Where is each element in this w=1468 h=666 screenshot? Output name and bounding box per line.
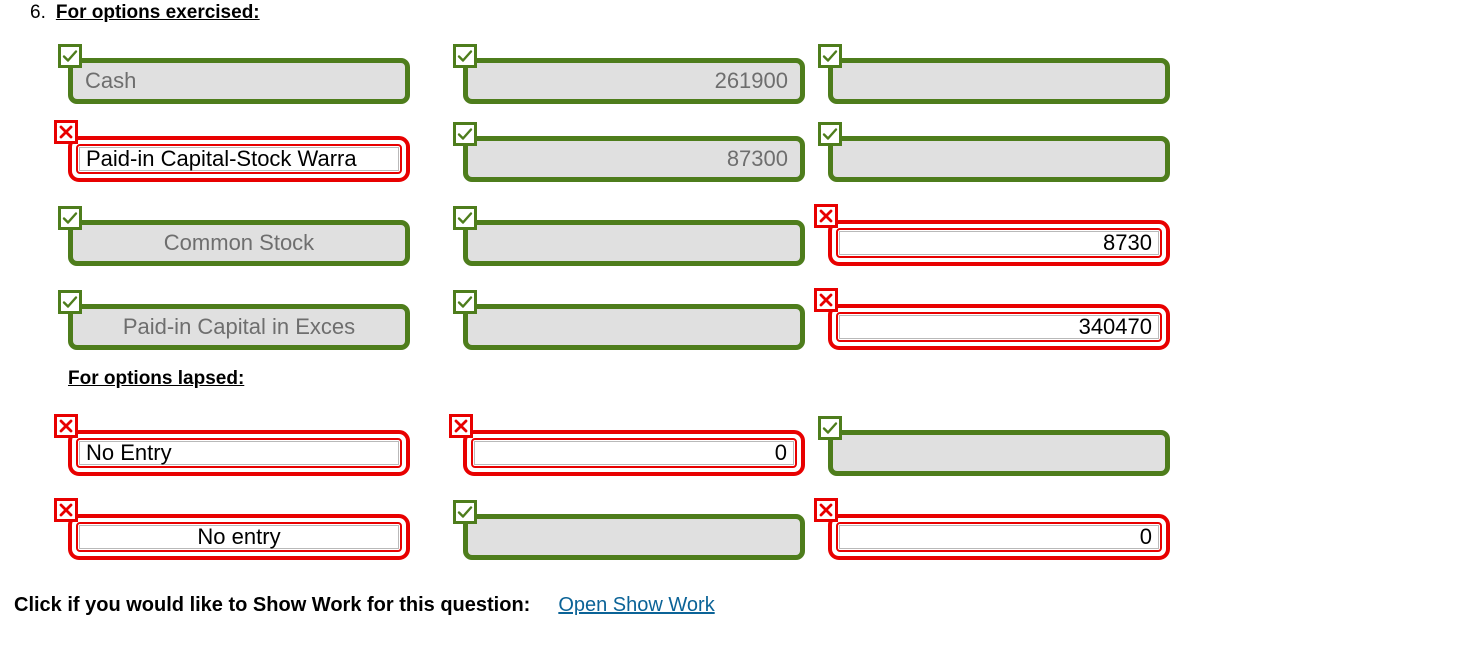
check-icon [453,500,477,524]
credit-input[interactable] [828,58,1170,104]
account-input[interactable]: No Entry [68,430,410,476]
account-input[interactable]: Paid-in Capital in Exces [68,304,410,350]
debit-input[interactable]: 261900 [463,58,805,104]
credit-value [833,141,1165,177]
open-show-work-link[interactable]: Open Show Work [558,594,715,616]
debit-input[interactable] [463,514,805,560]
credit-input[interactable]: 340470 [828,304,1170,350]
account-input[interactable]: No entry [68,514,410,560]
debit-input[interactable]: 0 [463,430,805,476]
account-value: Paid-in Capital-Stock Warra [86,146,357,171]
debit-value: 261900 [714,68,788,93]
account-value: Common Stock [163,230,315,255]
check-icon [58,290,82,314]
input-inner-border [836,312,1162,342]
debit-value: 0 [774,440,787,465]
credit-value: 340470 [1078,314,1152,339]
input-inner-border [76,144,402,174]
account-value: Cash [85,68,137,93]
debit-value [468,309,800,345]
account-value: Paid-in Capital in Exces [122,314,356,339]
credit-value [833,63,1165,99]
debit-value: 87300 [726,146,788,171]
show-work-footer: Click if you would like to Show Work for… [14,594,715,617]
show-work-prompt: Click if you would like to Show Work for… [14,594,531,616]
input-inner-border [76,522,402,552]
account-input[interactable]: Paid-in Capital-Stock Warra [68,136,410,182]
credit-input[interactable] [828,136,1170,182]
cross-icon [54,414,78,438]
page-title: For options exercised: [55,2,260,23]
check-icon [818,416,842,440]
account-input[interactable]: Common Stock [68,220,410,266]
account-value: No Entry [86,440,172,465]
debit-input[interactable]: 87300 [463,136,805,182]
cross-icon [54,120,78,144]
check-icon [818,122,842,146]
debit-value [468,225,800,261]
input-inner-border [836,228,1162,258]
cross-icon [814,204,838,228]
check-icon [453,122,477,146]
credit-value [833,435,1165,471]
check-icon [453,290,477,314]
credit-input[interactable]: 8730 [828,220,1170,266]
check-icon [58,44,82,68]
account-value: No entry [197,524,281,549]
cross-icon [54,498,78,522]
input-inner-border [836,522,1162,552]
input-inner-border [76,438,402,468]
credit-value: 0 [1139,524,1152,549]
debit-input[interactable] [463,220,805,266]
cross-icon [814,288,838,312]
debit-input[interactable] [463,304,805,350]
question-heading: 6. For options exercised: [30,2,260,24]
account-input[interactable]: Cash [68,58,410,104]
check-icon [453,206,477,230]
question-number: 6. [30,2,46,23]
check-icon [818,44,842,68]
credit-input[interactable]: 0 [828,514,1170,560]
cross-icon [449,414,473,438]
check-icon [58,206,82,230]
check-icon [453,44,477,68]
cross-icon [814,498,838,522]
input-inner-border [471,438,797,468]
section-heading-lapsed: For options lapsed: [68,368,245,389]
credit-input[interactable] [828,430,1170,476]
debit-value [468,519,800,555]
credit-value: 8730 [1103,230,1152,255]
